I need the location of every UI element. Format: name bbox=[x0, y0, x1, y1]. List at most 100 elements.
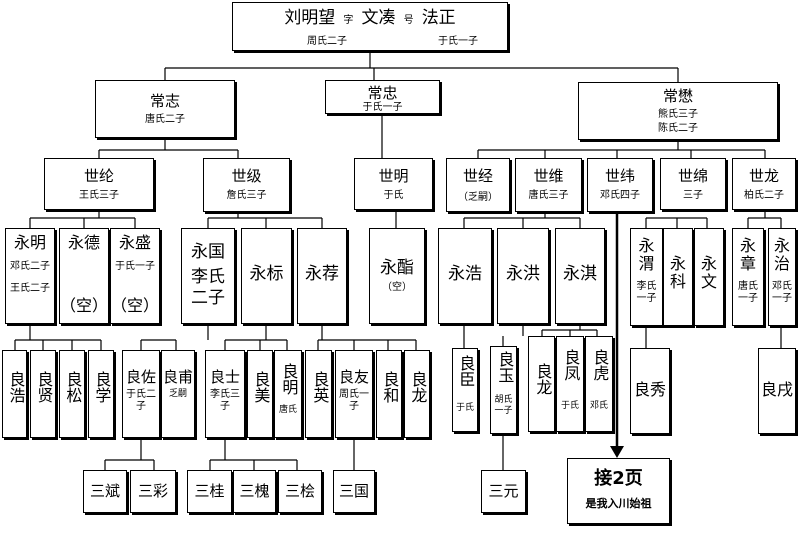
node-name: 永国 bbox=[191, 242, 225, 262]
node-note: （乏嗣） bbox=[458, 192, 498, 203]
node-lianglong: 良龙 bbox=[404, 350, 430, 438]
node-liangfeng: 良凤 于氏 bbox=[556, 336, 584, 432]
node-liangzuo: 良佐 于氏二子 bbox=[122, 350, 160, 438]
node-note: 王氏三子 bbox=[79, 190, 119, 201]
node-name: 三斌 bbox=[89, 482, 120, 500]
node-liangshi: 良士 李氏三子 bbox=[205, 350, 245, 438]
next-page-box: 接2页 是我入川始祖 bbox=[567, 458, 670, 524]
node-sangui: 三桂 bbox=[187, 470, 232, 513]
node-name: 世纶 bbox=[83, 167, 114, 185]
node-note: 唐氏三子 bbox=[528, 190, 569, 201]
node-name: 三国 bbox=[338, 482, 369, 500]
node-name: 良浩 bbox=[6, 371, 26, 403]
node-yongming: 永明 邓氏二子 王氏二子 bbox=[5, 228, 55, 324]
node-name: 永洪 bbox=[506, 264, 540, 284]
node-name: 良龙 bbox=[533, 363, 553, 395]
node-name: 良松 bbox=[63, 371, 83, 403]
node-note: 邓氏一子 bbox=[772, 281, 792, 304]
node-name: 良龙 bbox=[408, 371, 428, 403]
node-liangsong: 良松 bbox=[59, 350, 85, 438]
node-yongsheng: 永盛 于氏一子 （空） bbox=[110, 228, 160, 324]
node-name: 三彩 bbox=[137, 482, 168, 500]
node-yonghao: 永浩 bbox=[438, 228, 492, 324]
node-liangyou: 良友 周氏一子 bbox=[335, 350, 373, 438]
node-shiwei2: 世纬 邓氏四子 bbox=[587, 158, 653, 212]
node-name: 良凤 bbox=[561, 349, 581, 381]
node-name: 世纬 bbox=[604, 167, 635, 185]
node-yongwen: 永文 bbox=[694, 228, 724, 326]
node-name: 永淇 bbox=[563, 264, 597, 284]
node-sanbin: 三斌 bbox=[83, 470, 127, 513]
node-note: （空） bbox=[111, 296, 160, 315]
node-sanhuai: 三槐 bbox=[233, 470, 276, 513]
node-name: 世经 bbox=[462, 167, 493, 185]
node-lianghao: 良浩 bbox=[2, 350, 27, 438]
node-note: 邓氏 bbox=[589, 401, 608, 411]
root-zi-label: 字 bbox=[343, 15, 354, 26]
node-yongwei: 永渭 李氏一子 bbox=[630, 228, 663, 326]
node-note: 三子 bbox=[683, 190, 703, 201]
node-name: 永酯 bbox=[380, 258, 414, 278]
node-note: 于氏一子 bbox=[362, 102, 403, 113]
node-name: 良明 bbox=[279, 363, 299, 395]
root-wife1: 周氏二子 bbox=[307, 36, 347, 47]
node-note: 邓氏二子 bbox=[10, 261, 50, 272]
node-name: 三元 bbox=[488, 482, 519, 500]
node-note: 熊氏三子 bbox=[658, 109, 698, 120]
node-note: 陈氏二子 bbox=[658, 123, 698, 134]
node-sanyuan: 三元 bbox=[481, 470, 526, 513]
node-note: 胡氏一子 bbox=[494, 395, 513, 416]
node-name: 良玉 bbox=[495, 351, 515, 383]
node-name: 永章 bbox=[739, 236, 756, 274]
node-note: （空） bbox=[60, 296, 109, 315]
node-note: 唐氏一子 bbox=[738, 281, 758, 304]
node-name: 世龙 bbox=[748, 167, 779, 185]
node-name: 良秀 bbox=[633, 380, 666, 399]
node-name: 三槐 bbox=[239, 482, 270, 500]
node-name: 永科 bbox=[669, 254, 686, 292]
node-liangxu: 良戌 bbox=[758, 348, 796, 434]
root-name: 刘明望 bbox=[284, 8, 336, 28]
node-yongde: 永德 （空） bbox=[59, 228, 109, 324]
node-shijing: 世经 （乏嗣） bbox=[446, 158, 510, 212]
node-name: 良佐 bbox=[125, 368, 156, 386]
node-name: 世绵 bbox=[677, 167, 708, 185]
node-note: 周氏一子 bbox=[339, 389, 369, 412]
node-liangyu: 良玉 胡氏一子 bbox=[490, 346, 517, 434]
node-name: 世维 bbox=[533, 167, 564, 185]
node-changmao: 常懋 熊氏三子 陈氏二子 bbox=[578, 82, 778, 140]
node-note: （空） bbox=[382, 282, 412, 293]
node-name: 永荐 bbox=[305, 264, 339, 284]
node-changzhi: 常志 唐氏二子 bbox=[95, 80, 235, 138]
node-name: 永德 bbox=[67, 233, 100, 252]
node-liangming: 良明 唐氏 bbox=[274, 350, 302, 438]
node-shilong: 世龙 柏氏二子 bbox=[732, 158, 796, 210]
node-name: 良臣 bbox=[456, 355, 476, 387]
node-note: 于氏 bbox=[383, 190, 404, 201]
node-note: 邓氏四子 bbox=[600, 190, 640, 201]
root-node-liu-mingwang: 刘明望 字 文凑 号 法正 周氏二子 于氏一子 bbox=[232, 2, 508, 51]
node-name: 常懋 bbox=[662, 87, 693, 105]
root-hao-label: 号 bbox=[403, 15, 414, 26]
root-wife2: 于氏一子 bbox=[438, 36, 478, 47]
node-lianghu: 良虎 邓氏 bbox=[585, 336, 613, 432]
node-note: 唐氏 bbox=[278, 405, 297, 415]
node-name: 良英 bbox=[310, 371, 330, 403]
node-yongqi: 永淇 bbox=[555, 228, 605, 324]
node-name: 良美 bbox=[251, 371, 271, 403]
node-shiji: 世级 詹氏三子 bbox=[203, 158, 290, 212]
node-note: 唐氏二子 bbox=[145, 114, 185, 125]
node-name: 良甫 bbox=[162, 368, 193, 386]
node-note: 于氏一子 bbox=[115, 261, 155, 272]
root-zi: 文凑 bbox=[361, 8, 396, 28]
node-note: 李氏三子 bbox=[210, 389, 240, 412]
node-note: 乏嗣 bbox=[168, 389, 187, 399]
node-name: 常志 bbox=[149, 92, 180, 110]
node-yongjian: 永荐 bbox=[297, 228, 347, 324]
node-liangxian: 良贤 bbox=[30, 350, 56, 438]
node-lianghe: 良和 bbox=[376, 350, 402, 438]
node-liangying: 良英 bbox=[305, 350, 332, 438]
node-name: 良和 bbox=[380, 371, 400, 403]
